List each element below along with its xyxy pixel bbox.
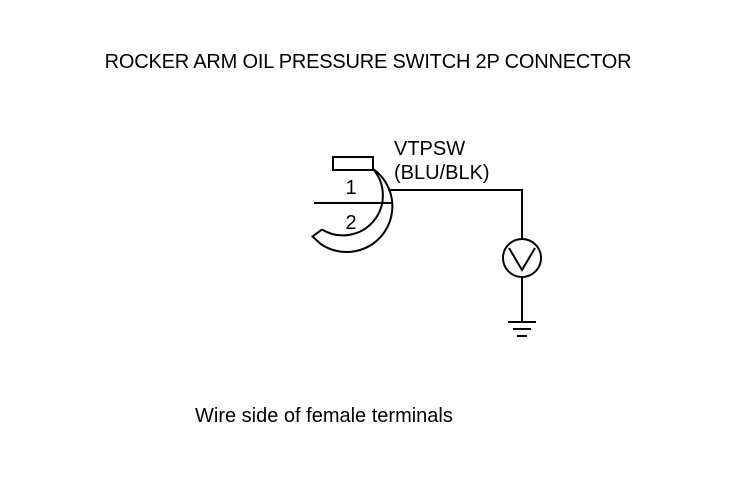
wire-vtpsw <box>388 189 523 240</box>
wire-name-label: VTPSW <box>394 138 466 160</box>
diagram-title: ROCKER ARM OIL PRESSURE SWITCH 2P CONNEC… <box>104 51 632 73</box>
ground-icon <box>508 321 536 337</box>
connector-latch-tab <box>332 156 374 171</box>
pin-2-label: 2 <box>345 212 357 234</box>
connector-icon <box>310 156 394 254</box>
connector-outline <box>310 167 394 254</box>
voltmeter-icon <box>502 238 542 278</box>
connector-outline-arc <box>321 167 384 237</box>
view-caption: Wire side of female terminals <box>195 405 453 427</box>
wire-color-label: (BLU/BLK) <box>394 162 490 184</box>
pin-1-label: 1 <box>345 177 357 199</box>
